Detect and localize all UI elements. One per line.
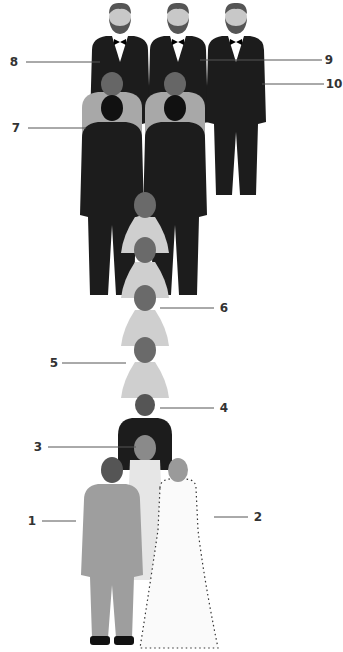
callout-number: 3 [34, 440, 42, 454]
callout-number: 1 [28, 514, 36, 528]
callout-number: 8 [10, 55, 18, 69]
callout-number: 5 [50, 356, 58, 370]
callout-number: 9 [325, 53, 333, 67]
callout-number: 6 [220, 301, 228, 315]
callout-number: 7 [12, 121, 20, 135]
callout-number: 2 [254, 510, 262, 524]
leader-lines [26, 60, 324, 521]
callout-number: 4 [220, 401, 228, 415]
callout-number: 10 [326, 77, 343, 91]
